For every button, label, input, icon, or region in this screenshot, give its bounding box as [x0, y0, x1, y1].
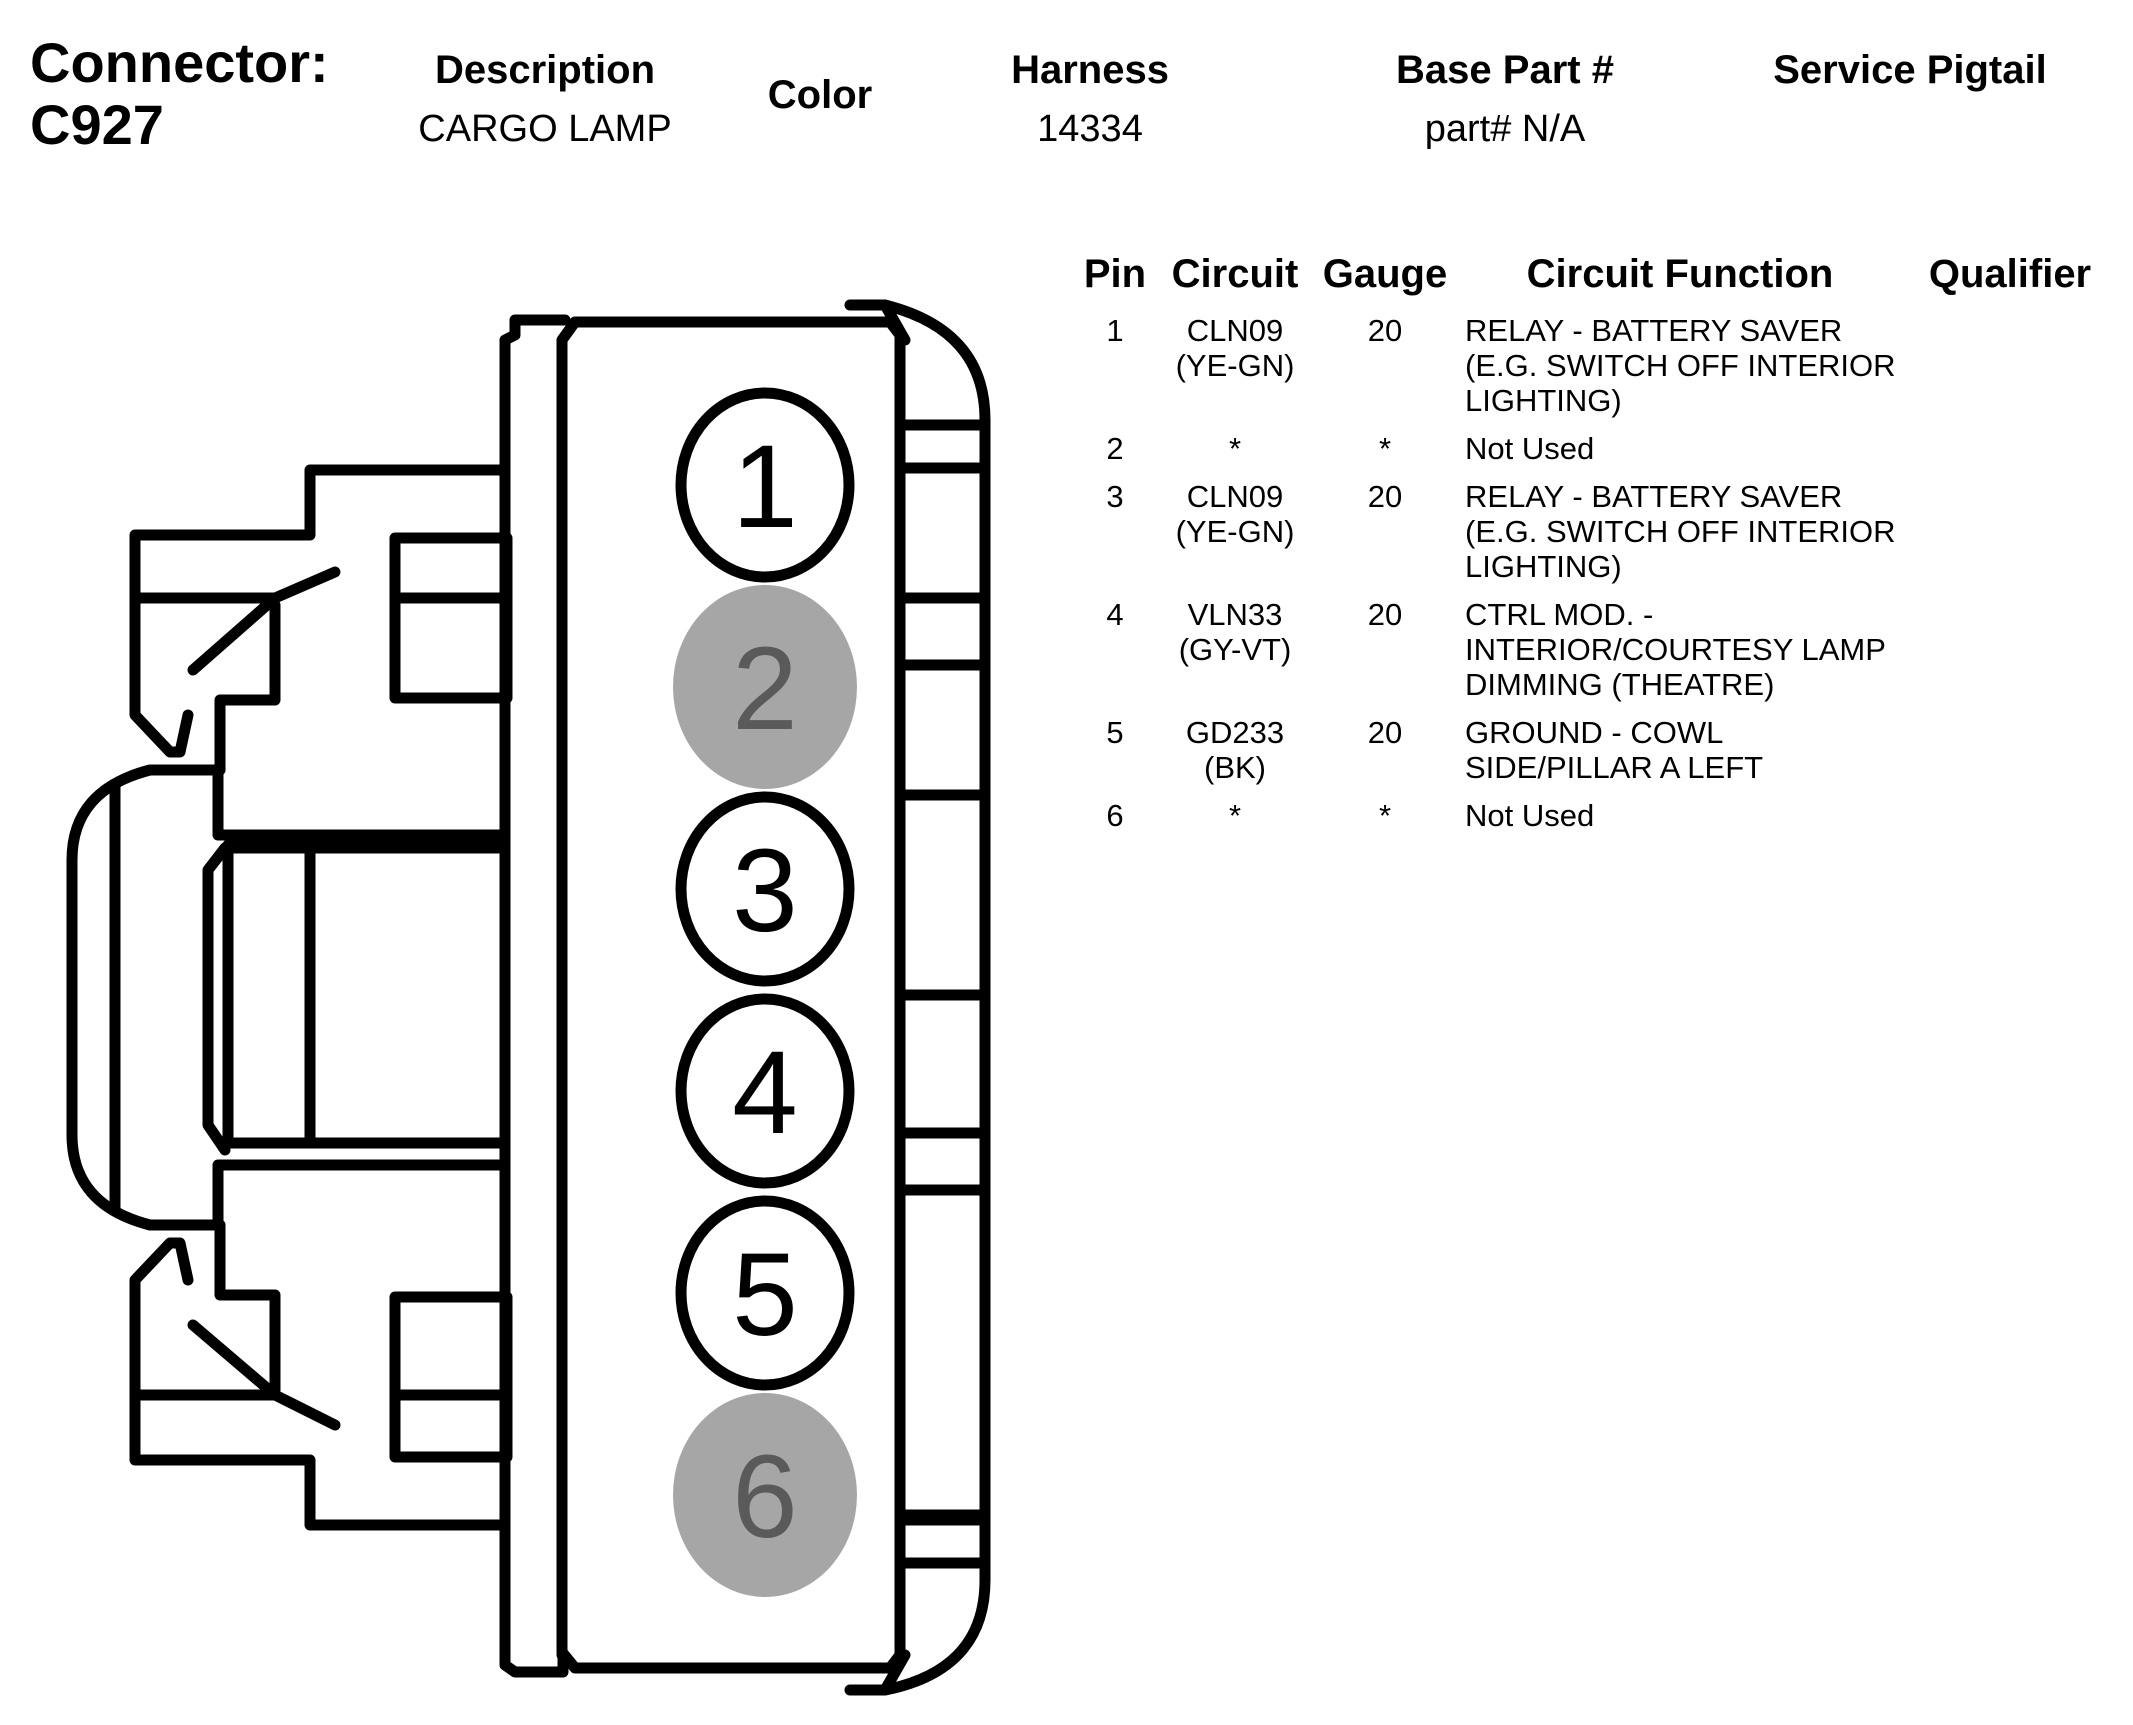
row-4-circuit: VLN33 [1187, 597, 1283, 632]
row-1-pin: 1 [1106, 313, 1124, 348]
row-3-circuit: CLN09 [1186, 479, 1284, 514]
row-2-circuit: * [1228, 431, 1242, 466]
pin-circle-6 [673, 1393, 857, 1597]
row-4-function-line-3: DIMMING (THEATRE) [1465, 667, 1775, 702]
row-4-circuit-color: (GY-VT) [1178, 632, 1292, 667]
row-4-function-line-2: INTERIOR/COURTESY LAMP [1465, 632, 1886, 667]
col-header-pin: Pin [1083, 252, 1147, 296]
pin-cavity-2: 2 [673, 585, 857, 789]
connector-label: Connector: [30, 31, 329, 94]
description-value: CARGO LAMP [418, 108, 672, 150]
connector-id: C927 [30, 93, 164, 156]
row-5-gauge: 20 [1367, 715, 1403, 750]
description-label: Description [434, 48, 656, 92]
row-5-function-line-2: SIDE/PILLAR A LEFT [1465, 750, 1764, 785]
row-5-circuit: GD233 [1185, 715, 1285, 750]
row-1-function-line-1: RELAY - BATTERY SAVER [1465, 313, 1843, 348]
row-6-function-line-1: Not Used [1465, 798, 1595, 833]
pin-number-1: 1 [732, 421, 798, 553]
row-5-function-line-1: GROUND - COWL [1465, 715, 1724, 750]
col-header-circuit: Circuit [1171, 252, 1299, 296]
row-3-function-line-2: (E.G. SWITCH OFF INTERIOR [1465, 514, 1896, 549]
row-3-gauge: 20 [1367, 479, 1403, 514]
row-1-function-line-2: (E.G. SWITCH OFF INTERIOR [1465, 348, 1896, 383]
pin-cavity-6: 6 [673, 1393, 857, 1597]
pin-cavity-1: 1 [675, 387, 855, 583]
row-2-function-line-1: Not Used [1465, 431, 1595, 466]
base-part-label: Base Part # [1396, 48, 1614, 92]
row-5-pin: 5 [1106, 715, 1124, 750]
color-label: Color [767, 73, 873, 117]
row-6-pin: 6 [1106, 798, 1124, 833]
pin-cavity-5: 5 [675, 1195, 855, 1391]
col-header-circuit-function: Circuit Function [1526, 252, 1834, 296]
pin-circle-1 [675, 387, 855, 583]
row-3-circuit-color: (YE-GN) [1175, 514, 1295, 549]
row-1-gauge: 20 [1367, 313, 1403, 348]
pin-circle-4 [675, 993, 855, 1189]
pin-number-2: 2 [732, 623, 798, 755]
pin-cavity-3: 3 [675, 791, 855, 987]
pin-cavity-4: 4 [675, 993, 855, 1189]
pin-circle-2 [673, 585, 857, 789]
row-5-circuit-color: (BK) [1204, 750, 1266, 785]
pin-number-6: 6 [732, 1431, 798, 1563]
row-2-pin: 2 [1106, 431, 1124, 466]
pin-number-4: 4 [732, 1027, 798, 1159]
harness-label: Harness [1011, 48, 1169, 92]
pin-number-3: 3 [732, 825, 798, 957]
row-6-gauge: * [1378, 798, 1392, 833]
row-3-function-line-1: RELAY - BATTERY SAVER [1465, 479, 1843, 514]
pin-circle-5 [675, 1195, 855, 1391]
row-2-gauge: * [1378, 431, 1392, 466]
connector-housing-outline [66, 299, 991, 1696]
row-1-circuit-color: (YE-GN) [1175, 348, 1295, 383]
row-6-circuit: * [1228, 798, 1242, 833]
row-4-pin: 4 [1106, 597, 1124, 632]
row-1-circuit: CLN09 [1186, 313, 1284, 348]
pin-cavities: 1 2 3 4 5 6 [673, 387, 857, 1597]
row-4-function-line-1: CTRL MOD. - [1465, 597, 1654, 632]
pin-circle-3 [675, 791, 855, 987]
col-header-qualifier: Qualifier [1928, 252, 2092, 296]
harness-value: 14334 [1037, 108, 1143, 150]
col-header-gauge: Gauge [1322, 252, 1448, 296]
pin-number-5: 5 [732, 1229, 798, 1361]
row-1-function-line-3: LIGHTING) [1465, 383, 1622, 418]
row-3-function-line-3: LIGHTING) [1465, 549, 1622, 584]
service-pigtail-label: Service Pigtail [1773, 48, 2047, 92]
row-4-gauge: 20 [1367, 597, 1403, 632]
row-3-pin: 3 [1106, 479, 1124, 514]
base-part-value: part# N/A [1424, 108, 1586, 150]
